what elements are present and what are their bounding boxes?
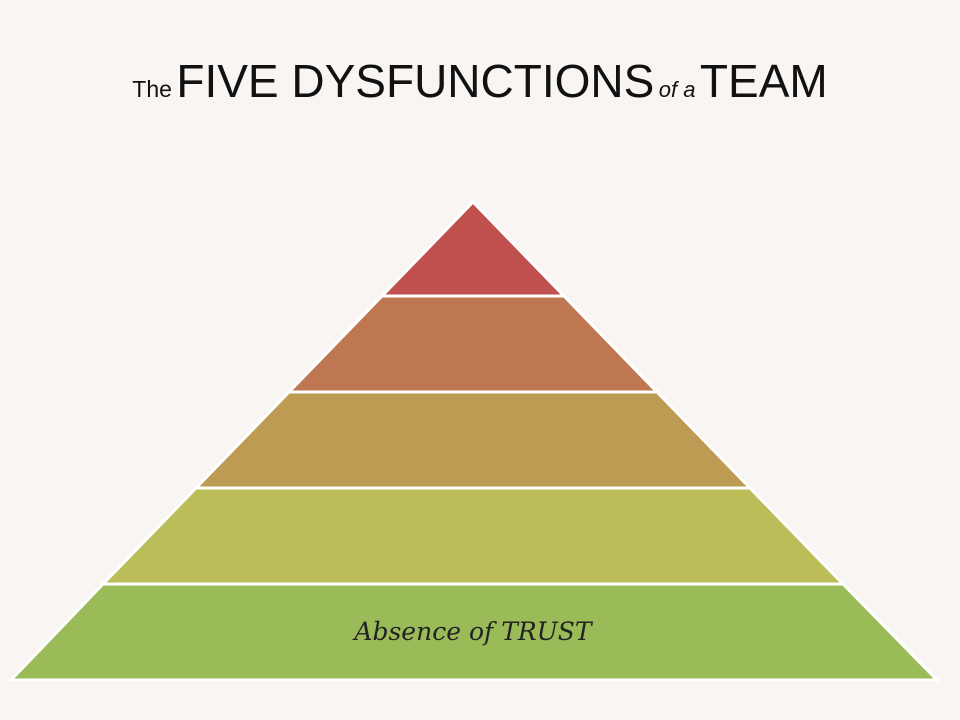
pyramid-level-3 (192, 390, 754, 490)
pyramid-level-4 (99, 486, 847, 586)
title-the: The (132, 76, 172, 102)
title-team: TEAM (699, 55, 828, 107)
title-of-a: of a (658, 77, 696, 102)
pyramid-level-absence-of-trust (7, 582, 941, 682)
pyramid-level-2 (285, 294, 661, 394)
level-label-absence-of-trust: Absence of TRUST (352, 617, 593, 646)
page-title: The FIVE DYSFUNCTIONS of a TEAM (0, 58, 960, 104)
title-five-dysfunctions: FIVE DYSFUNCTIONS (176, 55, 655, 107)
pyramid-level-inattention-to-results (378, 199, 568, 298)
